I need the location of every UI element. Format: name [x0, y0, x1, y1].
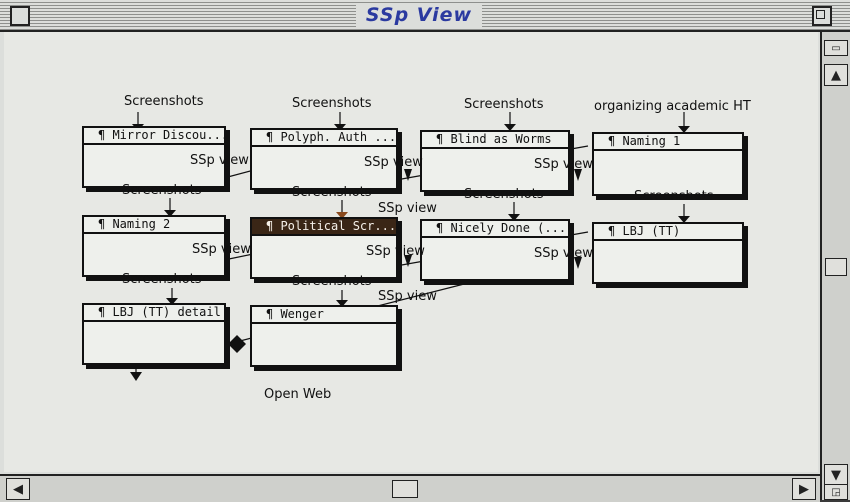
ssp-view-link-label[interactable]: SSp view — [378, 289, 437, 304]
node-blind-as-worms[interactable]: ¶ Blind as Worms — [420, 130, 570, 192]
screenshots-link-label[interactable]: Screenshots — [464, 97, 544, 112]
close-box-button[interactable] — [10, 6, 30, 26]
arrow-head — [574, 169, 582, 181]
horizontal-scrollbar[interactable]: ◀ ▶ — [0, 474, 820, 502]
node-title: ¶ Wenger — [252, 307, 396, 324]
node-polyph-auth[interactable]: ¶ Polyph. Auth ... — [250, 128, 398, 190]
node-title: ¶ Political Scr... — [252, 219, 396, 236]
arrow-head — [166, 298, 178, 305]
screenshots-link-label[interactable]: Screenshots — [124, 94, 204, 109]
arrow-head — [574, 257, 582, 269]
arrow-head — [336, 300, 348, 307]
node-naming-1[interactable]: ¶ Naming 1 — [592, 132, 744, 196]
arrow-head — [404, 255, 412, 267]
ssp-view-link-label[interactable]: SSp view — [190, 153, 249, 168]
resize-box-icon[interactable]: ◲ — [824, 484, 848, 500]
organizing-academic-ht-link-label[interactable]: organizing academic HT — [594, 99, 751, 114]
screenshots-link-label[interactable]: Screenshots — [292, 185, 372, 200]
screenshots-link-label[interactable]: Screenshots — [292, 96, 372, 111]
window-title-box: SSp View — [356, 3, 482, 27]
screenshots-link-label[interactable]: Screenshots — [464, 187, 544, 202]
arrow-head — [164, 210, 176, 217]
node-wenger[interactable]: ¶ Wenger — [250, 305, 398, 367]
ssp-view-link-label[interactable]: SSp view — [364, 155, 423, 170]
node-title: ¶ Naming 1 — [594, 134, 742, 151]
vertical-scroll-thumb[interactable] — [825, 258, 847, 276]
ssp-view-link-label[interactable]: SSp view — [192, 242, 251, 257]
arrow-head — [678, 126, 690, 133]
node-lbj-tt-detail[interactable]: ¶ LBJ (TT) detail — [82, 303, 226, 365]
ssp-view-link-label[interactable]: SSp view — [534, 157, 593, 172]
node-title: ¶ Blind as Worms — [422, 132, 568, 149]
window-title: SSp View — [365, 4, 473, 26]
arrow-head — [678, 216, 690, 223]
ssp-view-link-label[interactable]: SSp view — [534, 246, 593, 261]
scroll-down-arrow-icon[interactable]: ▼ — [824, 464, 848, 486]
zoom-box-button[interactable] — [812, 6, 832, 26]
open-web-link-label[interactable]: Open Web — [264, 387, 332, 402]
arrow-head — [334, 124, 346, 131]
node-title: ¶ LBJ (TT) detail — [84, 305, 224, 322]
map-canvas[interactable]: ¶ Mirror Discou... ¶ Polyph. Auth ... ¶ … — [4, 32, 818, 472]
arrow-head — [336, 212, 348, 219]
diamond-connector — [228, 335, 246, 353]
vertical-scrollbar[interactable]: ▭ ▲ ▼ ◲ — [820, 32, 850, 500]
node-political-scr[interactable]: ¶ Political Scr... — [250, 217, 398, 279]
node-lbj-tt[interactable]: ¶ LBJ (TT) — [592, 222, 744, 284]
ssp-view-link-label[interactable]: SSp view — [378, 201, 437, 216]
screenshots-link-label[interactable]: Screenshots — [122, 183, 202, 198]
screenshots-link-label[interactable]: Screenshots — [292, 274, 372, 289]
scroll-up-arrow-icon[interactable]: ▲ — [824, 64, 848, 86]
node-title: ¶ Mirror Discou... — [84, 128, 224, 145]
node-nicely-done[interactable]: ¶ Nicely Done (... — [420, 219, 570, 281]
arrow-head — [130, 372, 142, 381]
arrow-head — [404, 169, 412, 181]
node-title: ¶ Nicely Done (... — [422, 221, 568, 238]
node-naming-2[interactable]: ¶ Naming 2 — [82, 215, 226, 277]
horizontal-scroll-thumb[interactable] — [392, 480, 418, 498]
window-title-bar[interactable]: SSp View — [0, 0, 850, 32]
ssp-view-link-label[interactable]: SSp view — [366, 244, 425, 259]
screenshots-link-label[interactable]: Screenshots — [122, 272, 202, 287]
scroll-map-icon[interactable]: ▭ — [824, 40, 848, 56]
scroll-left-arrow-icon[interactable]: ◀ — [6, 478, 30, 500]
node-title: ¶ Polyph. Auth ... — [252, 130, 396, 147]
scroll-right-arrow-icon[interactable]: ▶ — [792, 478, 816, 500]
arrow-head — [508, 214, 520, 221]
node-title: ¶ Naming 2 — [84, 217, 224, 234]
node-mirror-discourse[interactable]: ¶ Mirror Discou... — [82, 126, 226, 188]
screenshots-link-label[interactable]: Screenshots — [634, 189, 714, 204]
arrow-head — [504, 124, 516, 131]
node-title: ¶ LBJ (TT) — [594, 224, 742, 241]
